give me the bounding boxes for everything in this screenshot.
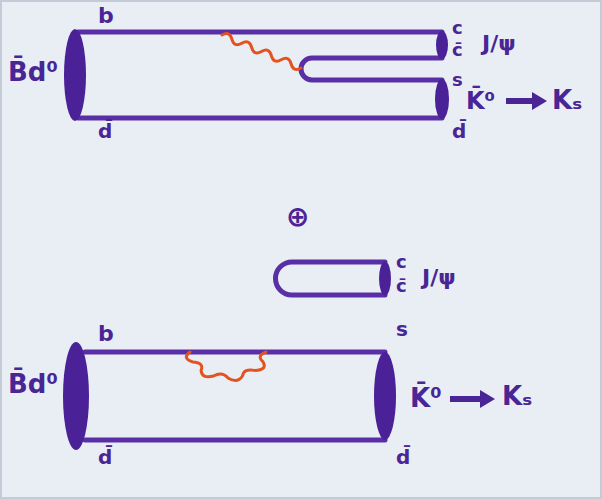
quark-label: s xyxy=(452,70,463,90)
quark-label: c̄ xyxy=(452,40,463,60)
quark-label: d̄ xyxy=(396,446,410,468)
quark-label: b xyxy=(98,4,114,28)
sum-symbol: ⊕ xyxy=(286,202,309,233)
meson-label: J/ψ xyxy=(482,32,516,56)
meson-label: Kₛ xyxy=(502,382,532,411)
meson-label: Kₛ xyxy=(552,86,582,115)
quark-label: c xyxy=(396,252,407,272)
meson-label: K̄⁰ xyxy=(410,384,442,413)
meson-label: K̄⁰ xyxy=(466,88,495,114)
quark-label: c xyxy=(452,18,463,38)
meson-label: J/ψ xyxy=(422,266,456,290)
quark-label: d̄ xyxy=(98,120,112,142)
quark-lines xyxy=(78,32,442,440)
quark-label: d̄ xyxy=(452,120,466,142)
meson-label: B̄d⁰ xyxy=(8,58,58,87)
gluon-lines xyxy=(186,32,302,381)
meson-label: B̄d⁰ xyxy=(8,370,58,399)
decay-arrows xyxy=(450,92,547,408)
quark-label: s xyxy=(396,318,408,340)
quark-label: b xyxy=(98,322,114,346)
quark-label: c̄ xyxy=(396,276,407,296)
quark-label: d̄ xyxy=(98,446,112,468)
meson-blobs xyxy=(63,29,449,450)
